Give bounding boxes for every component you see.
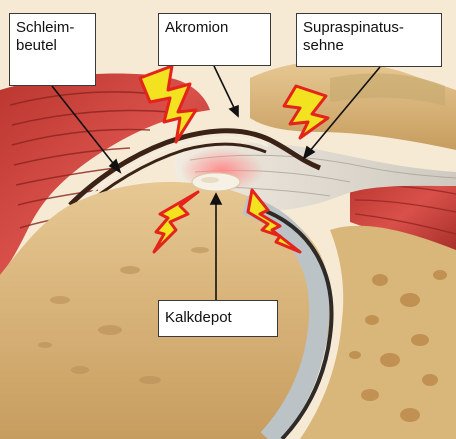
label-kalkdepot: Kalkdepot [158,300,278,337]
label-schleimbeutel: Schleim- beutel [9,13,96,86]
label-supraspinatussehne: Supraspinatus- sehne [296,13,442,67]
label-akromion: Akromion [158,13,271,66]
